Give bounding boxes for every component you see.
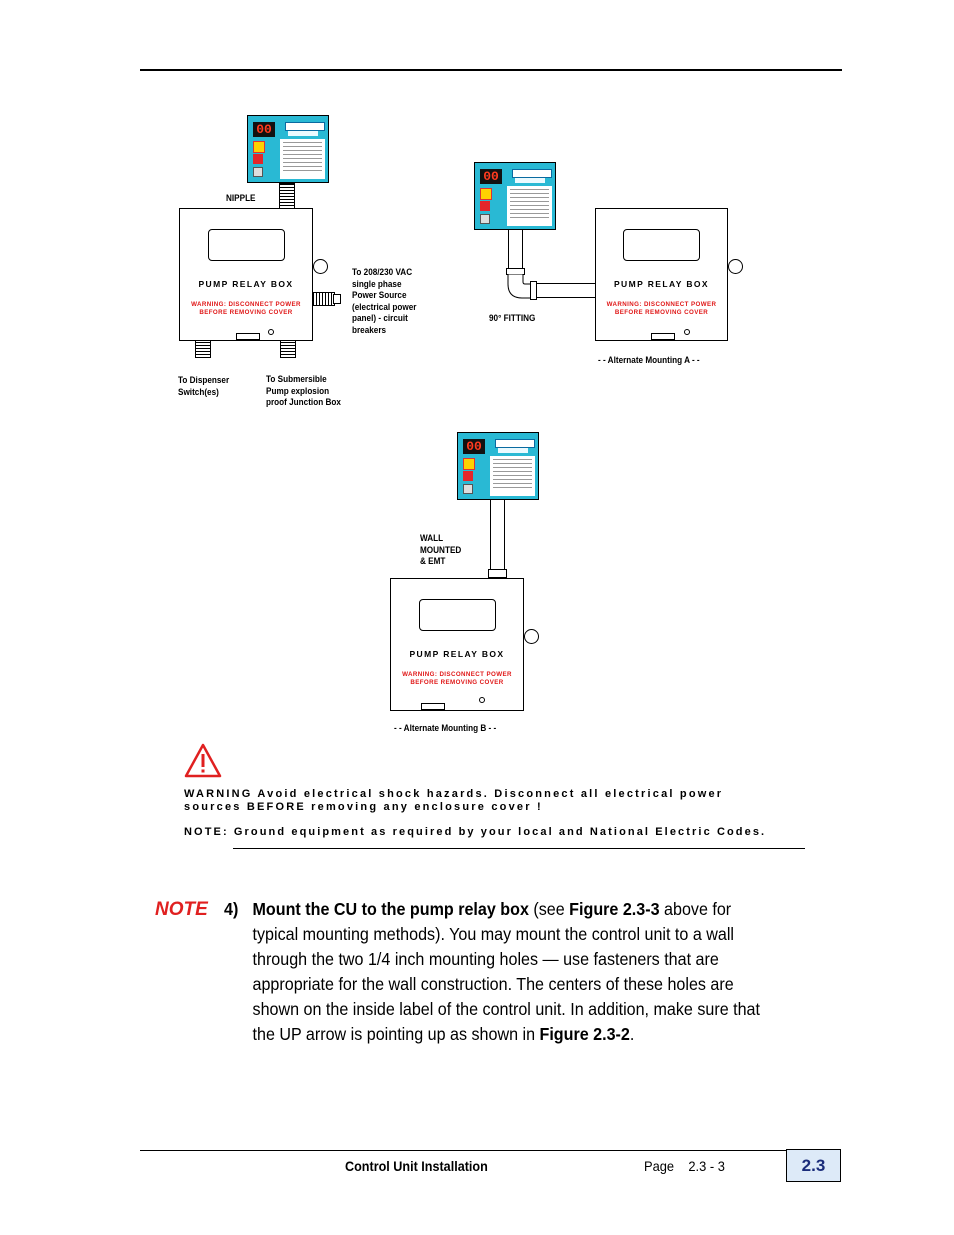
relay-window <box>623 229 700 261</box>
cu-gray-button <box>463 484 473 494</box>
warning-line-2: sources BEFORE removing any enclosure co… <box>184 801 543 813</box>
cu-display: 00 <box>463 439 485 454</box>
warning-divider <box>233 848 805 849</box>
alternate-b-label: - - Alternate Mounting B - - <box>394 723 497 734</box>
pump-relay-box-3: PUMP RELAY BOX WARNING: DISCONNECT POWER… <box>390 578 524 711</box>
step-body: above for typical mounting methods). You… <box>252 899 760 1044</box>
cu-logo <box>285 122 325 131</box>
emt-pipe-horizontal <box>530 283 596 298</box>
footer-title: Control Unit Installation <box>345 1158 488 1174</box>
step-number: 4) <box>224 899 239 919</box>
relay-box-warning: WARNING: DISCONNECT POWER BEFORE REMOVIN… <box>606 301 717 316</box>
step-end: . <box>629 1024 635 1044</box>
control-unit-3: 00 <box>457 432 539 500</box>
footer-rule <box>140 1150 786 1151</box>
relay-box-title: PUMP RELAY BOX <box>198 279 294 289</box>
nipple-label: NIPPLE <box>226 193 256 204</box>
cu-red-button <box>463 471 473 481</box>
dispenser-label: To Dispenser Switch(es) <box>178 375 230 398</box>
section-badge: 2.3 <box>786 1149 841 1182</box>
cu-label-panel <box>507 186 552 226</box>
cu-display: 00 <box>253 122 275 137</box>
emt-pipe-vertical <box>490 499 505 579</box>
pump-relay-box-1: PUMP RELAY BOX WARNING: DISCONNECT POWER… <box>179 208 313 341</box>
cu-subtitle <box>515 178 545 183</box>
cu-red-button <box>480 201 490 211</box>
power-connector <box>313 292 335 306</box>
cu-subtitle <box>498 448 528 453</box>
cu-red-button <box>253 154 263 164</box>
step-intro: Mount the CU to the pump relay box <box>252 899 529 919</box>
relay-window <box>208 229 285 261</box>
relay-latch <box>236 333 260 340</box>
cu-label-panel <box>490 456 535 496</box>
top-rule <box>140 69 842 71</box>
relay-knob <box>313 259 328 274</box>
note-label: NOTE <box>155 899 208 920</box>
cu-star-icon <box>480 188 492 200</box>
fitting-label: 90° FITTING <box>489 313 536 324</box>
power-connector-nut <box>333 294 341 304</box>
nipple-fitting <box>279 183 295 209</box>
footer-page-number: Page 2.3 - 3 <box>644 1158 725 1174</box>
cu-star-icon <box>253 141 265 153</box>
relay-screw <box>479 697 485 703</box>
figure-ref-1: Figure 2.3-3 <box>569 899 660 919</box>
submersible-conduit <box>280 340 296 358</box>
pipe-coupling <box>530 281 537 300</box>
cu-star-icon <box>463 458 475 470</box>
step-4-paragraph: 4) Mount the CU to the pump relay box (s… <box>224 897 776 1047</box>
control-unit-1: 00 <box>247 115 329 183</box>
relay-screw <box>268 329 274 335</box>
relay-box-title: PUMP RELAY BOX <box>409 649 505 659</box>
relay-latch <box>651 333 675 340</box>
ground-note: NOTE: Ground equipment as required by yo… <box>184 826 767 838</box>
90-degree-fitting <box>507 274 537 299</box>
pump-relay-box-2: PUMP RELAY BOX WARNING: DISCONNECT POWER… <box>595 208 728 341</box>
cu-label-panel <box>280 139 325 179</box>
step-text: Mount the CU to the pump relay box (see … <box>253 897 776 1047</box>
warning-line-1: WARNING Avoid electrical shock hazards. … <box>184 788 724 800</box>
alternate-a-label: - - Alternate Mounting A - - <box>598 355 700 366</box>
power-source-label: To 208/230 VAC single phase Power Source… <box>352 267 417 336</box>
relay-screw <box>684 329 690 335</box>
relay-window <box>419 599 496 631</box>
step-see: (see <box>528 899 570 919</box>
cu-gray-button <box>480 214 490 224</box>
figure-ref-2: Figure 2.3-2 <box>539 1024 630 1044</box>
submersible-label: To Submersible Pump explosion proof Junc… <box>266 374 341 408</box>
relay-latch <box>421 703 445 710</box>
relay-box-warning: WARNING: DISCONNECT POWER BEFORE REMOVIN… <box>191 301 301 316</box>
relay-box-title: PUMP RELAY BOX <box>613 279 710 289</box>
cu-display: 00 <box>480 169 502 184</box>
dispenser-conduit <box>195 340 211 358</box>
cu-gray-button <box>253 167 263 177</box>
relay-box-warning: WARNING: DISCONNECT POWER BEFORE REMOVIN… <box>402 671 512 686</box>
relay-knob <box>524 629 539 644</box>
wall-mounted-label: WALL MOUNTED & EMT <box>420 533 462 567</box>
warning-triangle-icon <box>184 743 222 778</box>
pipe-coupling <box>488 569 507 578</box>
cu-logo <box>512 169 552 178</box>
cu-logo <box>495 439 535 448</box>
relay-knob <box>728 259 743 274</box>
cu-subtitle <box>288 131 318 136</box>
control-unit-2: 00 <box>474 162 556 230</box>
